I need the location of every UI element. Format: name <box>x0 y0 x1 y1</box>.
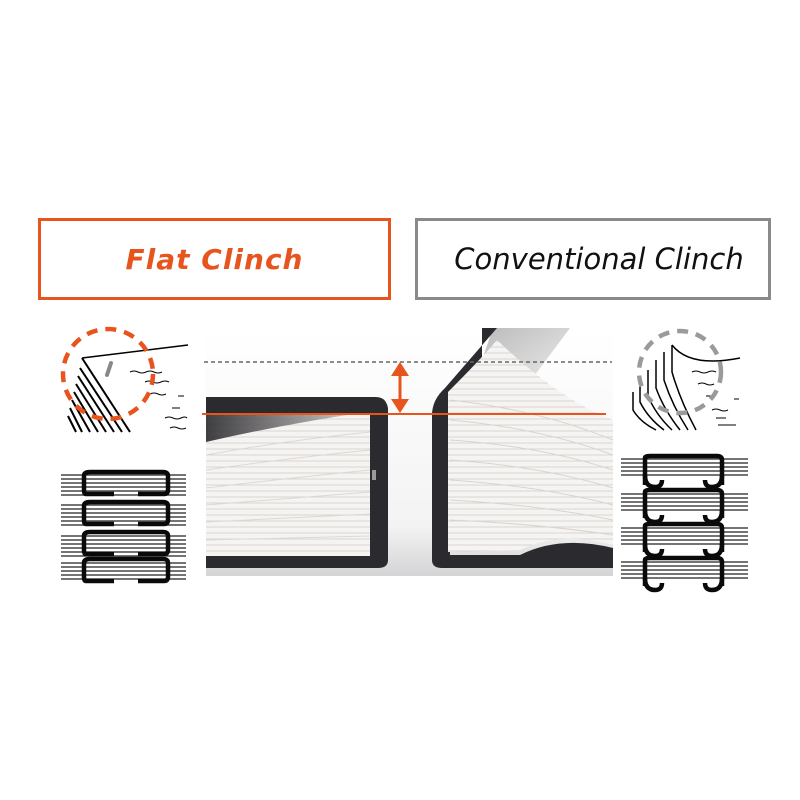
conventional-clinch-title: Conventional Clinch <box>454 242 744 276</box>
flat-clinch-sheet-stack-icon <box>60 326 189 433</box>
double-arrow-icon <box>391 362 409 413</box>
conventional-clinch-stack <box>432 328 614 568</box>
conventional-clinch-label-box: Conventional Clinch <box>415 218 771 300</box>
flat-staples-icon <box>61 469 186 584</box>
conventional-staples-icon <box>621 453 748 593</box>
flat-clinch-stack <box>205 397 388 568</box>
stapled-stack-photo <box>205 328 614 576</box>
flat-clinch-title: Flat Clinch <box>125 242 304 276</box>
conventional-clinch-sheet-stack-icon <box>632 328 741 431</box>
flat-clinch-label-box: Flat Clinch <box>38 218 391 300</box>
